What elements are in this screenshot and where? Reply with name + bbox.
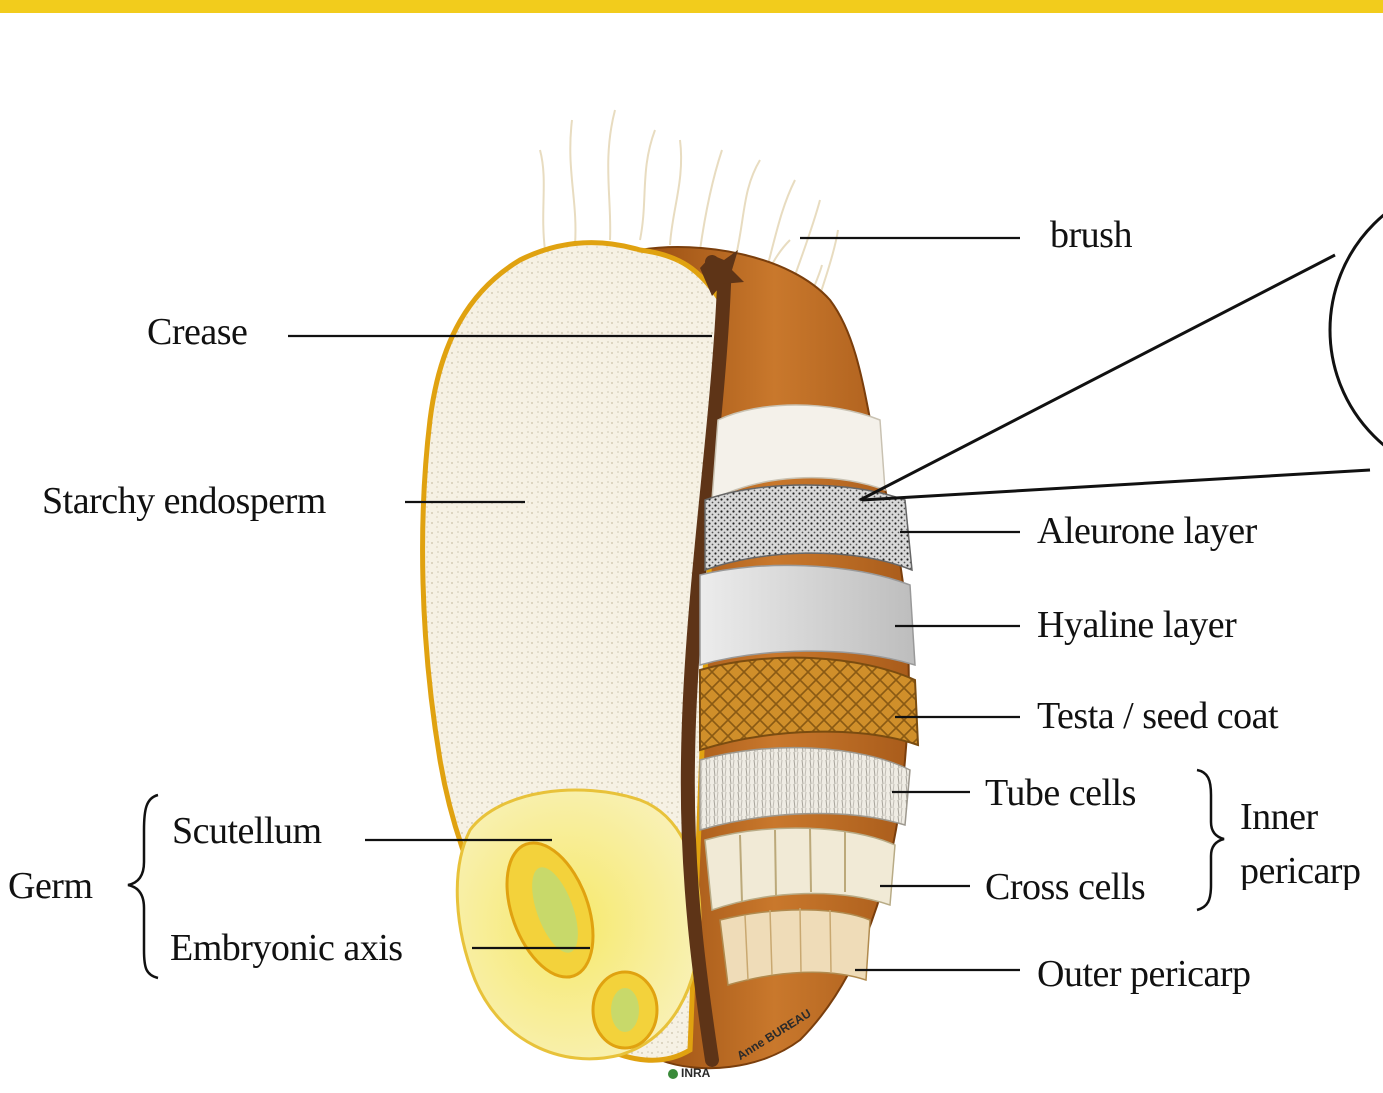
inra-logo-text: INRA bbox=[681, 1066, 710, 1080]
hyaline-band bbox=[700, 565, 915, 665]
label-tube-cells: Tube cells bbox=[985, 774, 1136, 812]
zoom-line-upper bbox=[860, 255, 1335, 500]
label-outer-pericarp: Outer pericarp bbox=[1037, 955, 1251, 993]
inra-credit: INRA bbox=[668, 1066, 710, 1080]
label-germ: Germ bbox=[8, 867, 93, 905]
zoom-circle bbox=[1330, 180, 1383, 480]
inner-pericarp-brace bbox=[1197, 770, 1224, 910]
label-starchy-endosperm: Starchy endosperm bbox=[42, 482, 326, 520]
label-scutellum: Scutellum bbox=[172, 812, 322, 850]
label-testa-seed-coat: Testa / seed coat bbox=[1037, 697, 1278, 735]
label-embryonic-axis: Embryonic axis bbox=[170, 929, 403, 967]
germ-brace bbox=[128, 795, 158, 978]
label-cross-cells: Cross cells bbox=[985, 868, 1145, 906]
label-hyaline-layer: Hyaline layer bbox=[1037, 606, 1236, 644]
label-aleurone-layer: Aleurone layer bbox=[1037, 512, 1257, 550]
radicle-inner bbox=[611, 988, 639, 1032]
label-crease: Crease bbox=[147, 313, 247, 351]
label-inner-pericarp-line1: Inner bbox=[1240, 798, 1318, 836]
zoom-line-lower bbox=[862, 470, 1370, 500]
label-brush: brush bbox=[1050, 216, 1132, 254]
inra-logo-icon bbox=[668, 1069, 678, 1079]
label-inner-pericarp-line2: pericarp bbox=[1240, 852, 1383, 890]
